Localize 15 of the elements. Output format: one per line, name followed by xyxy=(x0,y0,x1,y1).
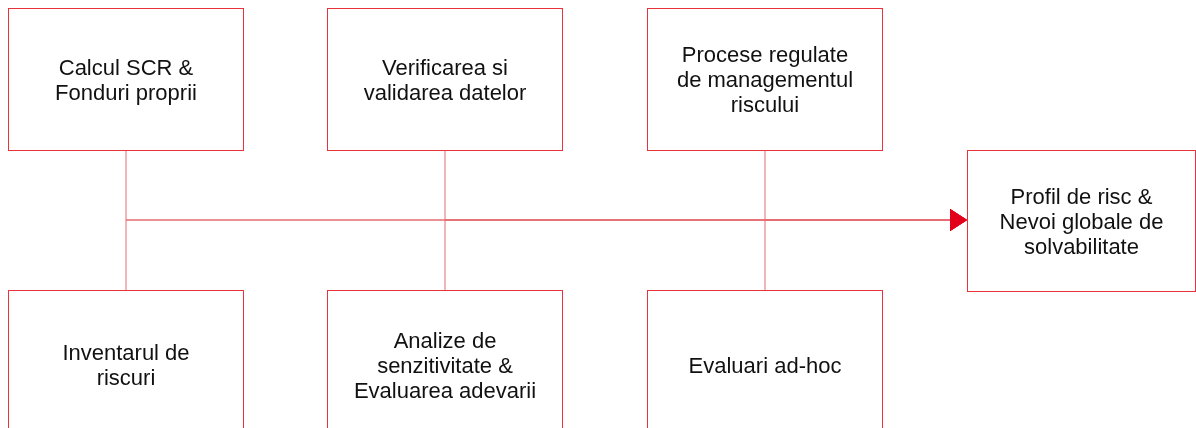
box-text: Procese regulate de managementul riscului xyxy=(675,42,855,117)
process-box xyxy=(967,150,1196,292)
process-box xyxy=(327,290,563,428)
box-text: Evaluari ad-hoc xyxy=(688,352,842,378)
process-box xyxy=(8,8,244,151)
process-box xyxy=(8,290,244,428)
box-text: Profil de risc & Nevoi globale de solvabilitate xyxy=(998,183,1165,259)
arrow xyxy=(764,209,968,291)
box-text: Verificarea si validarea datelor xyxy=(362,54,528,105)
box-text: Calcul SCR & Fonduri proprii xyxy=(54,54,198,105)
process-box xyxy=(327,8,563,151)
process-box xyxy=(647,8,883,151)
process-box xyxy=(647,290,883,428)
box-text: Inventarul de riscuri xyxy=(61,340,191,390)
box-text: Analize de senzitivitate & Evaluarea adevarii xyxy=(352,327,538,403)
